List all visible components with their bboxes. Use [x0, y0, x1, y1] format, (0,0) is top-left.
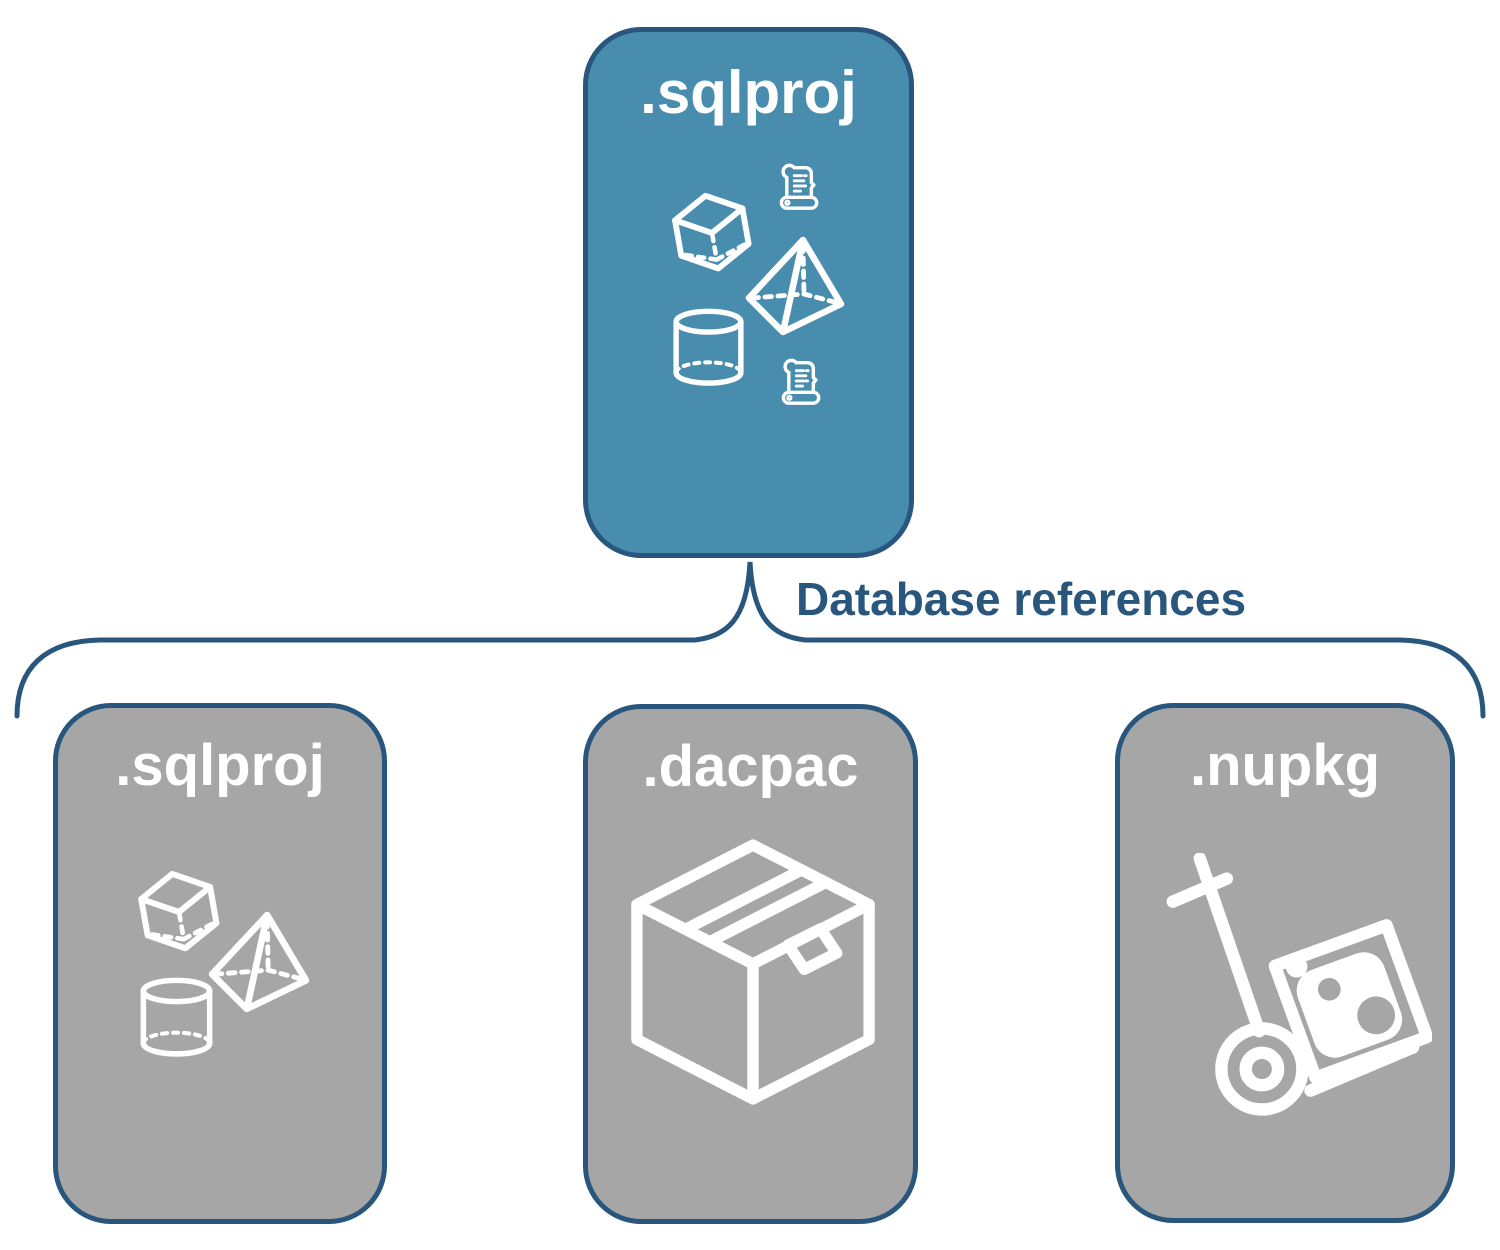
child-node-title: .nupkg	[1189, 733, 1381, 798]
cube-icon	[672, 190, 752, 275]
child-node-title: .sqlproj	[115, 733, 325, 798]
database-cylinder-icon	[676, 311, 741, 383]
node-child-sqlproj: .sqlproj	[53, 703, 387, 1224]
hand-truck-icon	[1173, 858, 1427, 1109]
node-child-nupkg: .nupkg	[1115, 703, 1455, 1223]
root-node-title: .sqlproj	[640, 59, 857, 126]
scroll-icon	[781, 358, 821, 405]
package-box-icon	[637, 845, 869, 1099]
child-node-title: .dacpac	[642, 734, 859, 799]
database-cylinder-icon	[143, 980, 209, 1054]
cube-icon	[138, 868, 220, 954]
pyramid-icon	[212, 915, 306, 1009]
pyramid-icon	[749, 240, 841, 332]
connector-label: Database references	[796, 573, 1247, 625]
node-root-sqlproj: .sqlproj	[583, 27, 914, 558]
node-child-dacpac: .dacpac	[583, 704, 918, 1224]
scroll-icon	[779, 163, 819, 210]
